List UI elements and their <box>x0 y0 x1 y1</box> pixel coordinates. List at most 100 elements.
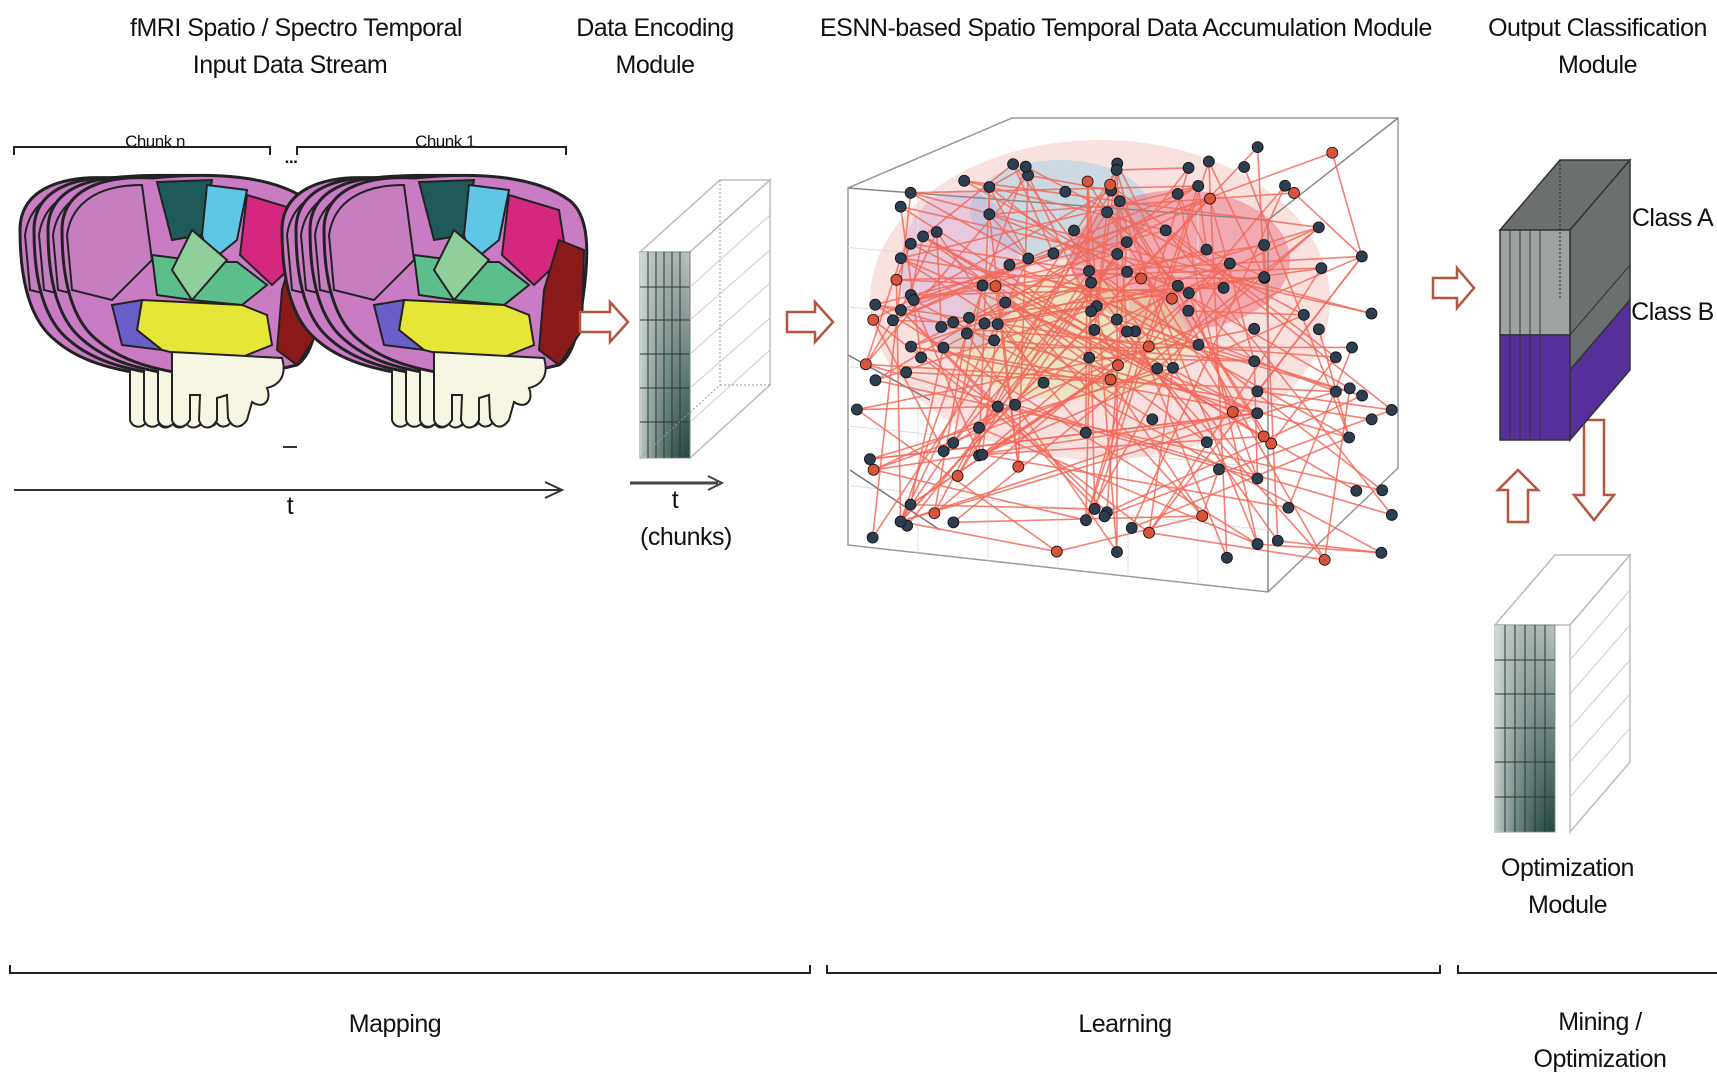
neuron-node <box>1167 362 1178 373</box>
neuron-node <box>992 401 1003 412</box>
neuron-node <box>1121 326 1132 337</box>
learning-bracket <box>827 965 1440 973</box>
neuron-node <box>895 201 906 212</box>
neuron-node <box>1172 280 1183 291</box>
neuron-node <box>905 499 916 510</box>
neuron-node <box>1013 461 1024 472</box>
neuron-node <box>1082 176 1093 187</box>
neuron-node <box>870 375 881 386</box>
neuron-node <box>1172 188 1183 199</box>
neuron-node <box>895 516 906 527</box>
neuron-node <box>938 446 949 457</box>
neuron-node <box>1377 485 1388 496</box>
neuron-node <box>1197 510 1208 521</box>
neuron-node <box>1111 164 1122 175</box>
neuron-node <box>891 274 902 285</box>
neuron-node <box>860 359 871 370</box>
neuron-node <box>1376 547 1387 558</box>
neuron-node <box>979 318 990 329</box>
neuron-node <box>1166 293 1177 304</box>
arrow-right-icon <box>580 302 628 342</box>
neuron-node <box>1089 503 1100 514</box>
neuron-node <box>1239 162 1250 173</box>
arrow-down-icon <box>1574 420 1614 520</box>
neuron-node <box>1183 305 1194 316</box>
neuron-node <box>1048 248 1059 259</box>
neuron-node <box>1327 147 1338 158</box>
neuron-node <box>1252 142 1263 153</box>
neuron-node <box>1111 546 1122 557</box>
neuron-node <box>1086 277 1097 288</box>
neuron-node <box>1144 527 1155 538</box>
neuron-node <box>916 352 927 363</box>
neuron-node <box>895 253 906 264</box>
neuron-node <box>929 508 940 519</box>
neuron-node <box>851 404 862 415</box>
neuron-node <box>895 305 906 316</box>
neuron-node <box>887 315 898 326</box>
neuron-node <box>1009 399 1020 410</box>
time-axis-arrow <box>14 482 562 498</box>
neuron-node <box>1160 225 1171 236</box>
neuron-node <box>1280 180 1291 191</box>
neuron-node <box>1121 237 1132 248</box>
synapse-connection <box>1057 516 1202 552</box>
neuron-node <box>1203 156 1214 167</box>
neuron-node <box>905 187 916 198</box>
mapping-bracket <box>10 965 810 973</box>
neuron-node <box>1330 352 1341 363</box>
neuron-node <box>1112 360 1123 371</box>
neuron-node <box>1224 258 1235 269</box>
neuron-node <box>1004 259 1015 270</box>
synapse-connection <box>1332 153 1362 257</box>
neuron-node <box>1084 352 1095 363</box>
neuron-node <box>984 181 995 192</box>
neuron-node <box>977 449 988 460</box>
neuron-node <box>1122 266 1133 277</box>
neuron-node <box>1218 282 1229 293</box>
neuron-node <box>1147 414 1158 425</box>
neuron-node <box>989 335 1000 346</box>
neuron-node <box>948 317 959 328</box>
neuron-node <box>1252 473 1263 484</box>
neuron-node <box>1008 159 1019 170</box>
neuron-node <box>1183 288 1194 299</box>
neuron-node <box>1249 356 1260 367</box>
neuron-node <box>1080 515 1091 526</box>
neuron-node <box>1201 244 1212 255</box>
neuron-node <box>918 231 929 242</box>
neuron-node <box>864 454 875 465</box>
neuron-node <box>959 175 970 186</box>
neuron-node <box>1252 539 1263 550</box>
stage-brackets <box>10 965 1717 973</box>
neuron-node <box>1201 437 1212 448</box>
neuron-node <box>1298 309 1309 320</box>
neuron-node <box>1258 431 1269 442</box>
encoding-box <box>640 180 770 458</box>
neuron-node <box>1259 272 1270 283</box>
neuron-node <box>1313 324 1324 335</box>
neuron-node <box>1272 535 1283 546</box>
neuron-node <box>1114 196 1125 207</box>
neuron-node <box>901 367 912 378</box>
neuron-node <box>1283 502 1294 513</box>
neuron-node <box>1319 554 1330 565</box>
neuron-node <box>905 238 916 249</box>
arrow-right-icon <box>787 302 833 342</box>
neuron-node <box>1089 324 1100 335</box>
neuron-node <box>1313 222 1324 233</box>
neuron-node <box>1330 386 1341 397</box>
neuron-node <box>1126 522 1137 533</box>
neuron-node <box>1289 187 1300 198</box>
neuron-node <box>1366 308 1377 319</box>
output-box <box>1500 160 1630 440</box>
neuron-node <box>1344 383 1355 394</box>
neuron-node <box>868 464 879 475</box>
neuron-node <box>1105 374 1116 385</box>
neuron-node <box>1356 251 1367 262</box>
neuron-node <box>1351 485 1362 496</box>
neuron-node <box>1086 306 1097 317</box>
neuron-node <box>977 280 988 291</box>
neuron-node <box>1143 341 1154 352</box>
neuron-node <box>1112 249 1123 260</box>
